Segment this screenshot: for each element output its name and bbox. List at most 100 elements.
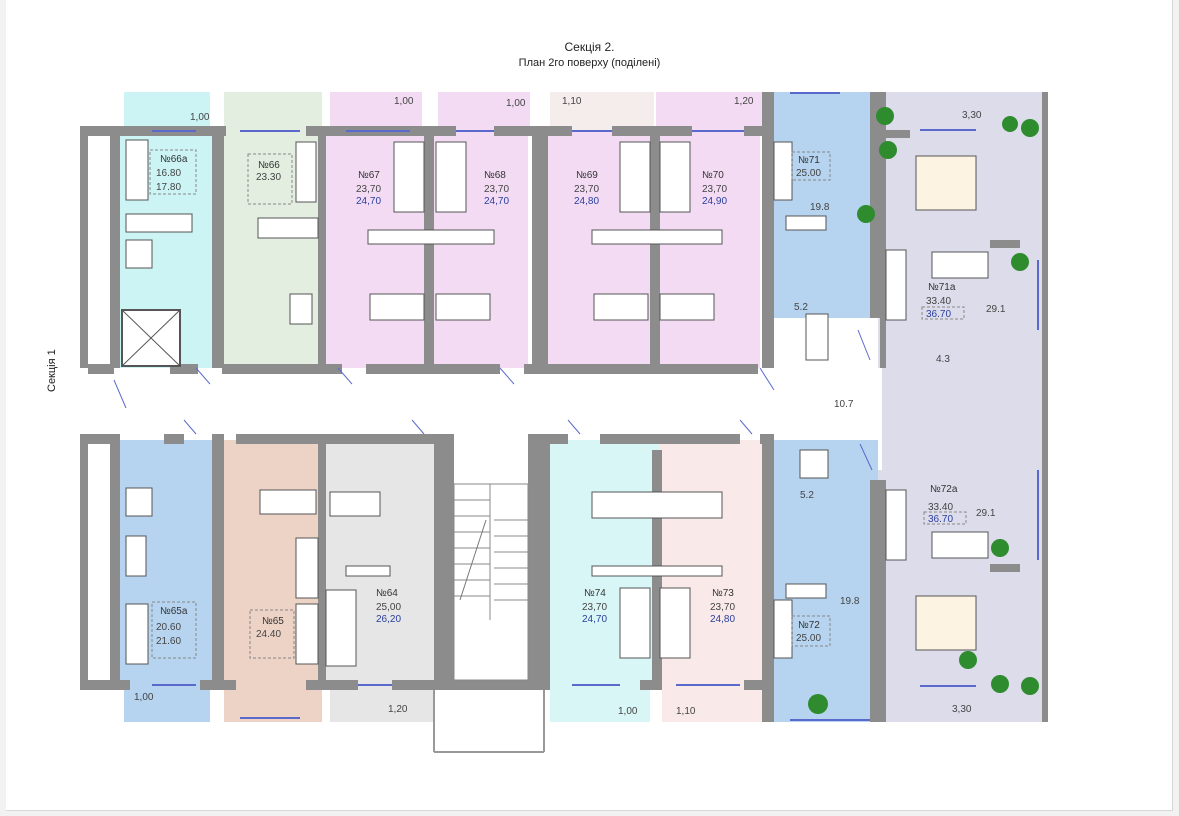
apartment-number: №65а bbox=[160, 606, 188, 617]
zone-65a-balcony bbox=[124, 690, 210, 722]
room-area-labels: 19.8 5.2 29.1 4.3 10.7 5.2 29.1 19.8 bbox=[794, 202, 1006, 607]
zone-67-balcony bbox=[330, 92, 422, 130]
zone-69-balcony bbox=[550, 92, 654, 130]
apartment-66: №66 23.30 bbox=[247, 153, 293, 205]
apartment-area-total: 20.60 bbox=[156, 622, 181, 633]
apartment-number: №71а bbox=[928, 282, 956, 293]
apartment-area-full: 17.80 bbox=[156, 182, 181, 193]
balcony-area-71a: 3,30 bbox=[962, 110, 982, 121]
apartment-area-total: 33.40 bbox=[928, 502, 953, 513]
apartment-area-total: 23.30 bbox=[256, 172, 281, 183]
apartment-74: №74 23,70 24,70 bbox=[582, 588, 607, 625]
plan-title: Секція 2. bbox=[564, 40, 615, 54]
apartment-area-total: 23,70 bbox=[484, 184, 509, 195]
apartment-number: №69 bbox=[576, 170, 598, 181]
apartment-area-total: 25.00 bbox=[796, 168, 821, 179]
balcony-area-64: 1,20 bbox=[388, 704, 408, 715]
apartment-number: №74 bbox=[584, 588, 606, 599]
windows bbox=[152, 92, 1039, 721]
furniture bbox=[125, 139, 989, 667]
apartment-area-full: 21.60 bbox=[156, 636, 181, 647]
apartment-area-total: 23,70 bbox=[582, 602, 607, 613]
room-area-72-bath: 5.2 bbox=[800, 490, 814, 501]
room-area-71-living: 19.8 bbox=[810, 202, 830, 213]
apartment-number: №66а bbox=[160, 154, 188, 165]
plant-icons bbox=[808, 107, 1039, 714]
balcony-area-70: 1,20 bbox=[734, 96, 754, 107]
room-area-hall: 4.3 bbox=[936, 354, 950, 365]
apartment-area-full: 24,70 bbox=[484, 196, 509, 207]
zone-66a-balcony bbox=[124, 92, 210, 130]
balcony-area-65a: 1,00 bbox=[134, 692, 154, 703]
apartment-number: №71 bbox=[798, 155, 820, 166]
corridor-doors bbox=[113, 329, 873, 471]
apartment-number: №72а bbox=[930, 484, 958, 495]
apartment-area-full: 24,80 bbox=[574, 196, 599, 207]
apartment-71: №71 25.00 bbox=[791, 151, 831, 181]
apartment-number: №67 bbox=[358, 170, 380, 181]
staircase bbox=[433, 483, 545, 753]
apartment-number: №70 bbox=[702, 170, 724, 181]
apartment-area-full: 26,20 bbox=[376, 614, 401, 625]
apartment-68: №68 23,70 24,70 bbox=[484, 170, 509, 207]
balcony-area-74: 1,00 bbox=[618, 706, 638, 717]
apartment-70: №70 23,70 24,90 bbox=[702, 170, 727, 207]
zone-73-balcony bbox=[662, 690, 762, 722]
apartment-72a: №72а 33.40 36.70 bbox=[923, 484, 967, 525]
apartment-65a: №65а 20.60 21.60 bbox=[151, 601, 197, 659]
elevator-shaft bbox=[121, 309, 181, 367]
apartment-area-total: 33.40 bbox=[926, 296, 951, 307]
apartment-number: №65 bbox=[262, 616, 284, 627]
apartment-number: №64 bbox=[376, 588, 398, 599]
zone-68-balcony bbox=[438, 92, 530, 130]
zone-64-balcony bbox=[330, 690, 434, 722]
apartment-65: №65 24.40 bbox=[249, 609, 295, 659]
apartment-area-full: 24,80 bbox=[710, 614, 735, 625]
apartment-number: №68 bbox=[484, 170, 506, 181]
apartment-71a: №71а 33.40 36.70 bbox=[921, 282, 965, 320]
zone-71 bbox=[770, 92, 878, 318]
apartment-area-full: 24,90 bbox=[702, 196, 727, 207]
apartment-72: №72 25.00 bbox=[791, 615, 831, 647]
balcony-area-67: 1,00 bbox=[394, 96, 414, 107]
plan-subtitle: План 2го поверху (поділені) bbox=[518, 57, 661, 69]
balcony-area-68: 1,00 bbox=[506, 98, 526, 109]
apartment-73: №73 23,70 24,80 bbox=[710, 588, 735, 625]
apartment-number: №73 bbox=[712, 588, 734, 599]
balcony-area-73: 1,10 bbox=[676, 706, 696, 717]
apartment-labels: №66а 16.80 17.80 №66 23.30 №67 23,70 24,… bbox=[149, 149, 967, 659]
apartment-area-full: 36.70 bbox=[926, 309, 951, 320]
apartment-number: №72 bbox=[798, 620, 820, 631]
apartment-area-total: 25,00 bbox=[376, 602, 401, 613]
room-area-corridor: 10.7 bbox=[834, 399, 854, 410]
apartment-area-total: 23,70 bbox=[702, 184, 727, 195]
apartment-area-total: 24.40 bbox=[256, 629, 281, 640]
balcony-area-72a: 3,30 bbox=[952, 704, 972, 715]
apartment-area-total: 23,70 bbox=[574, 184, 599, 195]
zone-72 bbox=[770, 440, 878, 722]
room-area-71a-living: 29.1 bbox=[986, 304, 1006, 315]
room-area-72a-living: 29.1 bbox=[976, 508, 996, 519]
room-area-72-living: 19.8 bbox=[840, 596, 860, 607]
apartment-area-total: 16.80 bbox=[156, 168, 181, 179]
apartment-area-total: 23,70 bbox=[710, 602, 735, 613]
apartment-area-full: 24,70 bbox=[582, 614, 607, 625]
room-area-71-bath: 5.2 bbox=[794, 302, 808, 313]
walls bbox=[80, 92, 1048, 722]
balcony-labels: 1,00 1,00 1,00 1,10 1,20 3,30 1,00 1,20 … bbox=[134, 96, 982, 717]
balcony-area-66a: 1,00 bbox=[190, 112, 210, 123]
zone-74-balcony bbox=[550, 690, 650, 722]
apartment-area-total: 23,70 bbox=[356, 184, 381, 195]
apartment-area-total: 25.00 bbox=[796, 633, 821, 644]
apartment-64: №64 25,00 26,20 bbox=[376, 588, 401, 625]
zone-70-balcony bbox=[656, 92, 766, 130]
apartment-67: №67 23,70 24,70 bbox=[356, 170, 381, 207]
zone-corridor-right bbox=[882, 330, 1042, 470]
apartment-number: №66 bbox=[258, 160, 280, 171]
apartment-area-full: 24,70 bbox=[356, 196, 381, 207]
apartment-69: №69 23,70 24,80 bbox=[574, 170, 599, 207]
apartment-66a: №66а 16.80 17.80 bbox=[149, 149, 197, 195]
balcony-area-69: 1,10 bbox=[562, 96, 582, 107]
apartment-area-full: 36.70 bbox=[928, 514, 953, 525]
